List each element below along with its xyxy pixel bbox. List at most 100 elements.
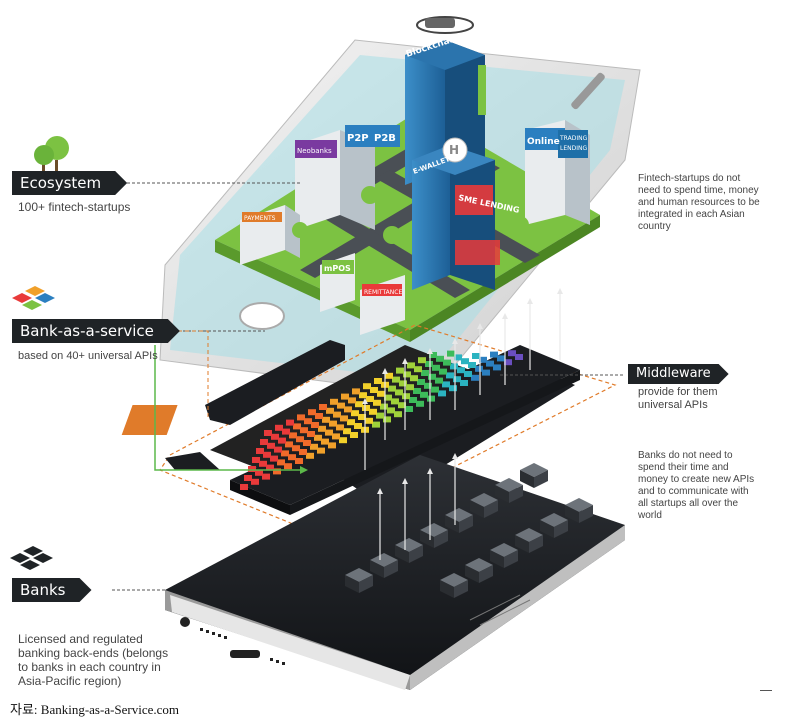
keyboard-key [339, 437, 347, 444]
keyboard-key [300, 427, 308, 434]
baas-dashed-bracket [178, 330, 209, 420]
keyboard-key [373, 399, 381, 406]
bank-server [440, 573, 468, 598]
keyboard-key [354, 423, 362, 429]
middleware-subtitle: provide for them universal APIs [638, 386, 718, 411]
bank-server [470, 493, 498, 518]
keyboard-key [442, 381, 450, 388]
keyboard-key [385, 372, 393, 379]
keyboard-key [472, 353, 480, 359]
keyboard-key [295, 458, 303, 464]
keyboard-key [387, 407, 395, 414]
keyboard-key [471, 374, 479, 381]
data-arrow-head [382, 368, 388, 374]
keyboard-key [355, 401, 363, 408]
keyboard-key [482, 369, 490, 376]
keyboard-key [332, 433, 340, 440]
data-arrow-head [502, 313, 508, 319]
keyboard-key [402, 393, 410, 400]
keyboard-key [461, 358, 469, 365]
keyboard-key [413, 388, 421, 394]
keyboard-key [428, 373, 436, 380]
bank-server [495, 478, 523, 503]
keyboard-key [468, 362, 476, 368]
keyboard-key [284, 463, 292, 470]
bank-server [370, 553, 398, 578]
keyboard-key [344, 406, 352, 413]
keyboard-key [288, 454, 296, 461]
keyboard-key [438, 390, 446, 397]
keyboard-key [350, 432, 358, 438]
keyboard-key [292, 445, 300, 452]
speaker-grille [200, 628, 285, 665]
keyboard-key [340, 415, 348, 422]
bank-server [520, 463, 548, 488]
keyboard-key [383, 416, 391, 423]
keyboard-key [497, 355, 505, 362]
keyboard-key [427, 395, 435, 402]
keyboard-key [262, 473, 270, 480]
keyboard-key [493, 364, 501, 371]
keyboard-key [307, 431, 315, 437]
bank-server [465, 558, 493, 583]
keyboard-key [399, 380, 407, 387]
keyboard-key [446, 372, 454, 379]
keyboard-key [266, 464, 274, 471]
keyboard-key [273, 468, 281, 475]
keyboard-key [270, 455, 278, 462]
ecosystem-tree-icon [34, 136, 69, 174]
bank-server [565, 498, 593, 523]
trees [292, 166, 529, 244]
keyboard-key [297, 414, 305, 421]
keyboard-key [431, 386, 439, 393]
keyboard-key [251, 478, 259, 485]
keyboard-key [439, 368, 447, 375]
keyboard-key [416, 400, 424, 407]
keyboard-key [396, 367, 404, 374]
keyboard-key [317, 447, 325, 454]
keyboard-key [464, 371, 472, 377]
online-building [525, 120, 590, 225]
keyboard-key [264, 430, 272, 436]
keyboard-key [263, 451, 271, 458]
keyboard-key [304, 418, 312, 425]
keyboard-key [248, 466, 256, 472]
data-arrow-head [402, 358, 408, 364]
keyboard-key [366, 396, 374, 402]
keyboard-key [343, 428, 351, 435]
keyboard-key [277, 459, 285, 466]
keyboard-key [447, 350, 455, 357]
keyboard-key [362, 405, 370, 411]
keyboard-key [315, 413, 323, 419]
keyboard-key [369, 408, 377, 415]
baas-label: Bank-as-a-service [12, 319, 180, 343]
keyboard-key [435, 377, 443, 384]
keyboard-key [414, 366, 422, 373]
keyboard-key [363, 383, 371, 390]
keyboard-key [336, 424, 344, 431]
keyboard-key [319, 404, 327, 410]
keyboard-key [321, 438, 329, 445]
data-flow-arrows [362, 288, 563, 560]
keyboard-key [255, 469, 263, 476]
keyboard-key [429, 352, 437, 358]
keyboard-key [515, 354, 523, 360]
keyboard-key [286, 419, 294, 426]
keyboard-key [328, 442, 336, 449]
keyboard-key [432, 364, 440, 371]
bank-servers [345, 463, 593, 598]
data-arrow-head [377, 488, 383, 494]
keyboard-key [322, 416, 330, 423]
keyboard-key [410, 375, 418, 382]
home-button [239, 302, 285, 330]
keyboard-key [504, 359, 512, 366]
bank-server [515, 528, 543, 553]
ecosystem-label: Ecosystem [12, 171, 127, 195]
keyboard-key [409, 397, 417, 403]
mpos-building [320, 253, 355, 312]
bottom-phone [165, 455, 625, 690]
bank-server [540, 513, 568, 538]
keyboard-key [259, 460, 267, 467]
data-arrow-head [452, 453, 458, 459]
